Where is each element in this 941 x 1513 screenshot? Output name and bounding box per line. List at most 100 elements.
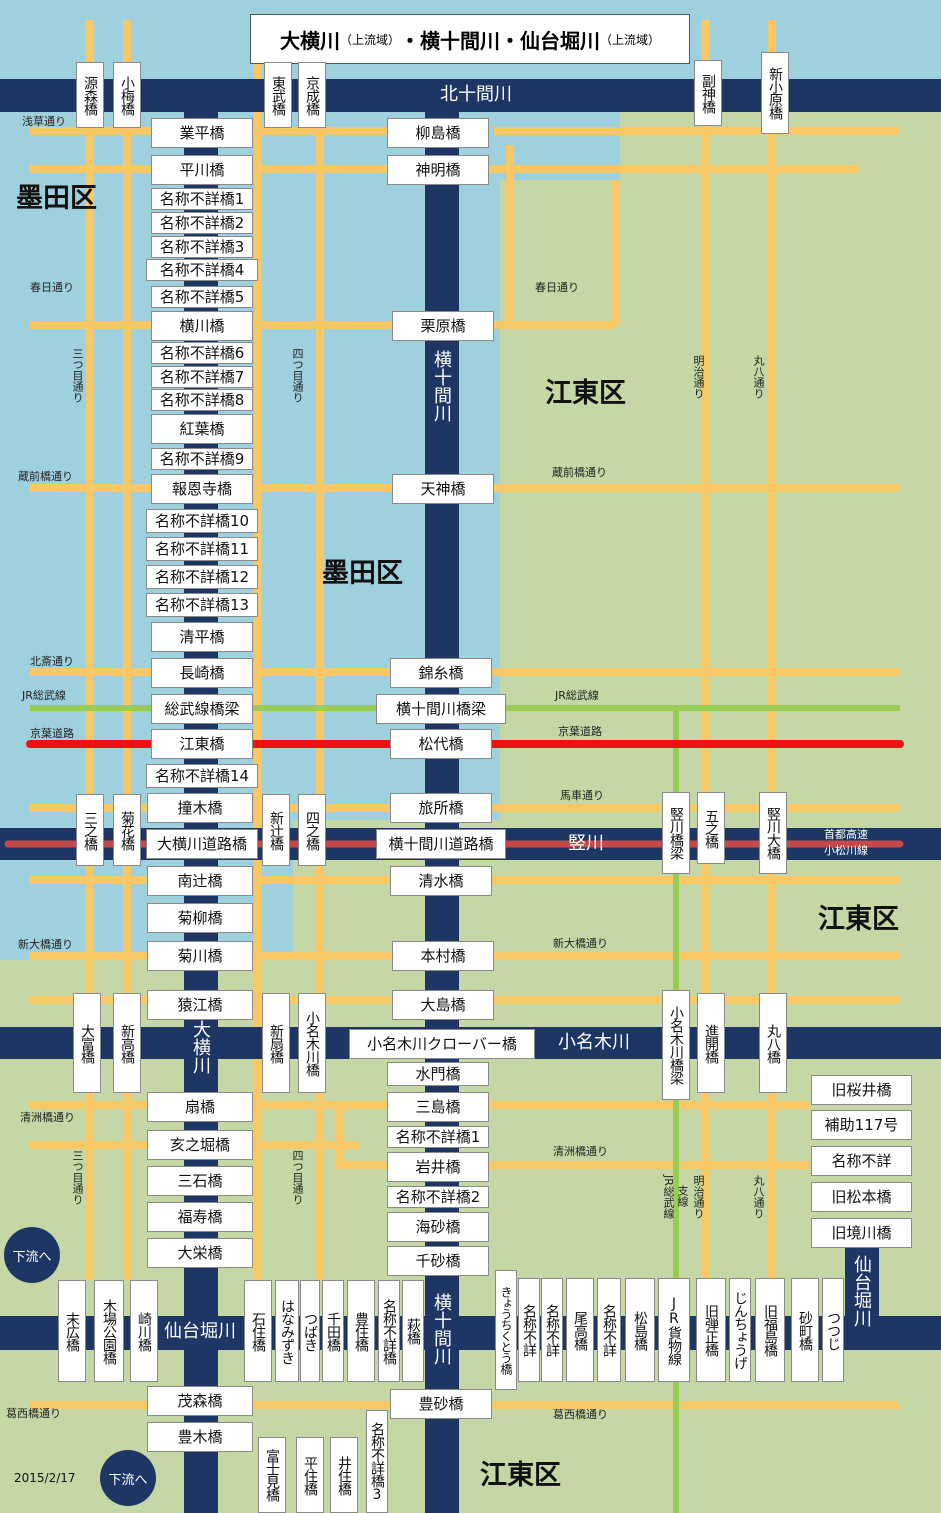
bridge-label[interactable]: 南辻橋 [147, 866, 253, 896]
bridge-label[interactable]: 新辻橋 [262, 794, 290, 866]
bridge-label[interactable]: 名称不詳橋6 [151, 342, 253, 364]
bridge-label[interactable]: 新高橋 [113, 993, 141, 1093]
bridge-label[interactable]: 名称不詳 [811, 1146, 912, 1176]
bridge-label[interactable]: 亥之堀橋 [147, 1130, 253, 1160]
bridge-label[interactable]: 旧桜井橋 [811, 1075, 912, 1105]
bridge-label[interactable]: 水門橋 [387, 1062, 489, 1086]
bridge-label[interactable]: 末広橋 [58, 1280, 86, 1382]
bridge-label[interactable]: 名称不詳橋3 [366, 1410, 388, 1513]
bridge-label[interactable]: 名称不詳 [597, 1278, 621, 1382]
bridge-label[interactable]: 撞木橋 [147, 793, 253, 823]
bridge-label[interactable]: 竪川橋梁 [662, 792, 690, 874]
bridge-label[interactable]: 三石橋 [147, 1166, 253, 1196]
bridge-label[interactable]: 横川橋 [151, 311, 253, 341]
bridge-label[interactable]: 進開橋 [697, 993, 725, 1093]
bridge-label[interactable]: 崎川橋 [130, 1280, 158, 1382]
bridge-label[interactable]: つばき [300, 1280, 320, 1382]
bridge-label[interactable]: 旧弾正橋 [696, 1278, 726, 1382]
downstream-button-2[interactable]: 下流へ [100, 1450, 156, 1506]
bridge-label[interactable]: 大島橋 [392, 990, 494, 1020]
bridge-label[interactable]: 総武線橋梁 [151, 694, 253, 724]
bridge-label[interactable]: 副神橋 [694, 60, 722, 126]
bridge-label[interactable]: 井住橋 [330, 1437, 358, 1513]
bridge-label[interactable]: 本村橋 [392, 941, 494, 971]
bridge-label[interactable]: 小名木川橋梁 [662, 990, 690, 1100]
bridge-label[interactable]: 名称不詳橋13 [146, 593, 258, 617]
bridge-label[interactable]: 柳島橋 [387, 118, 489, 148]
bridge-label[interactable]: 猿江橋 [147, 990, 253, 1020]
bridge-label[interactable]: 名称不詳橋7 [151, 366, 253, 388]
bridge-label[interactable]: 三島橋 [387, 1092, 489, 1122]
bridge-label[interactable]: 名称不詳橋5 [151, 286, 253, 308]
bridge-label[interactable]: 名称不詳橋4 [146, 259, 258, 281]
bridge-label[interactable]: 名称不詳橋11 [146, 537, 258, 561]
bridge-label[interactable]: JR貨物線 [658, 1278, 690, 1382]
downstream-button-1[interactable]: 下流へ [4, 1227, 60, 1283]
bridge-label[interactable]: 海砂橋 [387, 1212, 489, 1242]
bridge-label[interactable]: 源森橋 [76, 62, 104, 128]
bridge-label[interactable]: 木場公園橋 [94, 1280, 124, 1382]
bridge-label[interactable]: 千砂橋 [387, 1246, 489, 1276]
bridge-label[interactable]: 大栄橋 [147, 1238, 253, 1268]
bridge-label[interactable]: 千田橋 [322, 1280, 344, 1382]
bridge-label[interactable]: きょうちくとう橋 [495, 1270, 517, 1390]
bridge-label[interactable]: 豊木橋 [147, 1422, 253, 1452]
bridge-label[interactable]: 名称不詳 [518, 1278, 540, 1382]
bridge-label[interactable]: 名称不詳橋12 [146, 565, 258, 589]
bridge-label[interactable]: 錦糸橋 [390, 658, 492, 688]
bridge-label[interactable]: 豊住橋 [347, 1280, 375, 1382]
bridge-label[interactable]: 福寿橋 [147, 1202, 253, 1232]
bridge-label[interactable]: 小名木川橋 [298, 993, 326, 1093]
bridge-label[interactable]: 名称不詳橋1 [387, 1126, 489, 1148]
bridge-label[interactable]: 平川橋 [151, 155, 253, 185]
bridge-label[interactable]: 大富橋 [73, 993, 101, 1093]
bridge-label[interactable]: 報恩寺橋 [151, 474, 253, 504]
bridge-label[interactable]: 菊柳橋 [147, 903, 253, 933]
bridge-label[interactable]: 石住橋 [244, 1280, 272, 1382]
bridge-label[interactable]: 小梅橋 [113, 62, 141, 128]
bridge-label[interactable]: 名称不詳 [541, 1278, 563, 1382]
bridge-label[interactable]: 平住橋 [296, 1437, 324, 1513]
bridge-label[interactable]: 名称不詳橋 [378, 1280, 400, 1382]
bridge-label[interactable]: 名称不詳橋2 [151, 212, 253, 234]
bridge-label[interactable]: 江東橋 [151, 729, 253, 759]
bridge-label[interactable]: 東武橋 [264, 62, 292, 128]
bridge-label[interactable]: 天神橋 [392, 474, 494, 504]
bridge-label[interactable]: 松代橋 [390, 729, 492, 759]
bridge-label[interactable]: 名称不詳橋3 [151, 236, 253, 258]
bridge-label[interactable]: 丸八橋 [759, 993, 787, 1093]
bridge-label[interactable]: 大横川道路橋 [146, 829, 258, 859]
bridge-label[interactable]: 五之橋 [697, 792, 725, 864]
bridge-label[interactable]: 清平橋 [151, 622, 253, 652]
bridge-label[interactable]: 豊砂橋 [390, 1389, 492, 1419]
bridge-label[interactable]: 横十間川橋梁 [376, 694, 506, 724]
bridge-label[interactable]: 新小原橋 [761, 52, 789, 134]
bridge-label[interactable]: 補助117号 [811, 1110, 912, 1140]
bridge-label[interactable]: 岩井橋 [387, 1152, 489, 1182]
bridge-label[interactable]: 小名木川クローバー橋 [349, 1029, 535, 1059]
bridge-label[interactable]: 名称不詳橋8 [151, 389, 253, 411]
bridge-label[interactable]: 旅所橋 [390, 793, 492, 823]
bridge-label[interactable]: 尾高橋 [566, 1278, 594, 1382]
bridge-label[interactable]: つつじ [822, 1278, 844, 1382]
bridge-label[interactable]: 四之橋 [298, 794, 326, 866]
bridge-label[interactable]: 名称不詳橋2 [387, 1186, 489, 1208]
bridge-label[interactable]: 旧松本橋 [811, 1182, 912, 1212]
bridge-label[interactable]: 菊花橋 [113, 794, 141, 866]
bridge-label[interactable]: 業平橋 [151, 118, 253, 148]
bridge-label[interactable]: 旧境川橋 [811, 1218, 912, 1248]
bridge-label[interactable]: 名称不詳橋14 [146, 764, 258, 788]
bridge-label[interactable]: はなみずき [275, 1280, 299, 1382]
bridge-label[interactable]: 名称不詳橋10 [146, 509, 258, 533]
bridge-label[interactable]: 新扇橋 [262, 993, 290, 1093]
bridge-label[interactable]: 神明橋 [387, 155, 489, 185]
bridge-label[interactable]: 富士見橋 [258, 1437, 286, 1513]
bridge-label[interactable]: 京成橋 [298, 62, 326, 128]
bridge-label[interactable]: 茂森橋 [147, 1386, 253, 1416]
bridge-label[interactable]: 菊川橋 [147, 941, 253, 971]
bridge-label[interactable]: 栗原橋 [392, 311, 494, 341]
bridge-label[interactable]: じんちょうげ [729, 1278, 751, 1382]
bridge-label[interactable]: 扇橋 [147, 1092, 253, 1122]
bridge-label[interactable]: 砂町橋 [791, 1278, 819, 1382]
bridge-label[interactable]: 旧福島橋 [755, 1278, 785, 1382]
